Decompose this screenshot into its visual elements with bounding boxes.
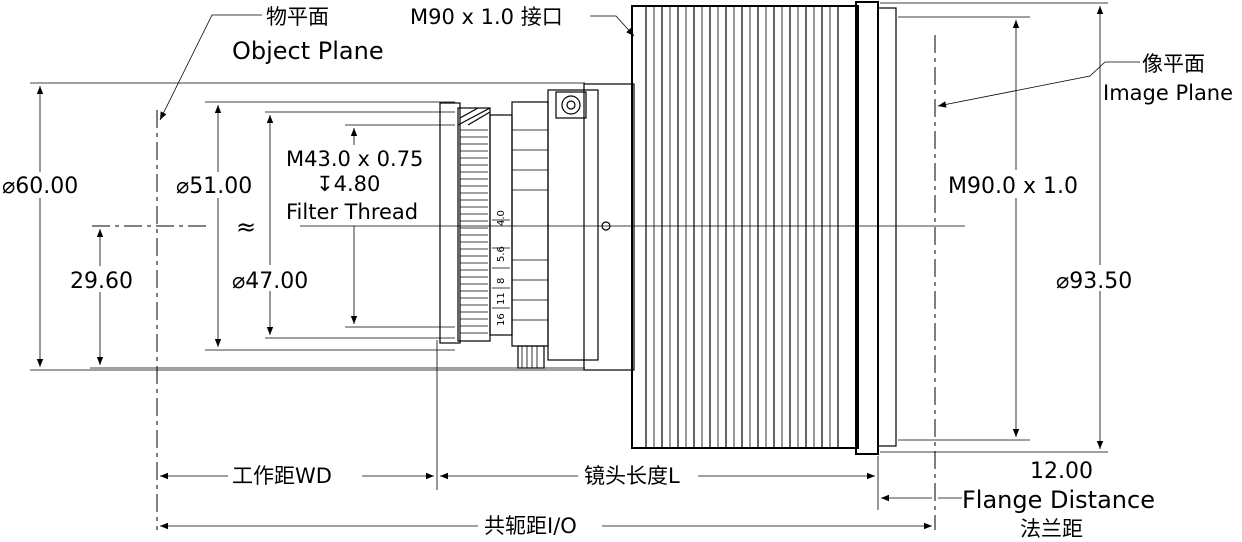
image-plane-cn-label: 像平面 (1142, 52, 1205, 76)
flange-cn-label: 法兰距 (1020, 517, 1083, 541)
image-plane: 像平面 Image Plane (934, 35, 1233, 530)
filter-thread-callout: M43.0 x 0.75 ↧4.80 Filter Thread (286, 128, 423, 324)
working-distance-label: 工作距WD (232, 464, 332, 488)
dimension-rear-thread: M90.0 x 1.0 (948, 20, 1078, 437)
diameter-93-50-label: ⌀93.50 (1056, 269, 1132, 294)
dimension-diameter-51: ⌀51.00 ≈ (176, 105, 256, 347)
rear-extension-lines (880, 2, 1108, 453)
object-plane-cn-label: 物平面 (266, 5, 329, 29)
aperture-mark-5-6: 5.6 (496, 246, 507, 262)
dimension-flange-distance: 12.00 Flange Distance 法兰距 (881, 459, 1155, 541)
filter-thread-depth-label: ↧4.80 (316, 172, 380, 196)
mount-thread-callout: M90 x 1.0 接口 (410, 5, 635, 37)
filter-thread-en-label: Filter Thread (286, 200, 418, 224)
height-29-60-label: 29.60 (70, 269, 133, 294)
total-conjugate-label: 共轭距I/O (484, 514, 577, 538)
filter-thread-spec-label: M43.0 x 0.75 (286, 147, 423, 171)
lens-front-group: 4.0 5.6 8 11 16 (439, 83, 635, 371)
knurl-pattern (460, 129, 488, 334)
center-screw (601, 221, 611, 231)
object-plane: 物平面 Object Plane (156, 5, 384, 530)
aperture-mark-8: 8 (496, 278, 507, 284)
flange-en-label: Flange Distance (962, 486, 1155, 514)
aperture-mark-4: 4.0 (496, 210, 507, 226)
aperture-mark-16: 16 (496, 313, 507, 326)
dimension-working-distance: 工作距WD (160, 464, 434, 488)
dimension-lens-length: 镜头长度L (440, 464, 875, 488)
rear-thread-label: M90.0 x 1.0 (948, 174, 1078, 199)
dimension-total-conjugate: 共轭距I/O (160, 514, 932, 538)
flange-value-label: 12.00 (1030, 459, 1093, 484)
diameter-47-label: ⌀47.00 (232, 269, 308, 294)
front-extension-lines (30, 82, 585, 371)
diameter-60-label: ⌀60.00 (2, 174, 78, 199)
dimension-diameter-47: ⌀47.00 (232, 115, 308, 335)
dimension-diameter-93-50: ⌀93.50 (1056, 6, 1132, 449)
mount-thread-label: M90 x 1.0 接口 (410, 5, 563, 29)
aperture-mark-11: 11 (496, 292, 507, 305)
diameter-51-label: ⌀51.00 (176, 174, 252, 199)
aperture-markings: 4.0 5.6 8 11 16 (492, 210, 510, 326)
dimension-diameter-60: ⌀60.00 (2, 86, 78, 367)
approx-symbol: ≈ (236, 213, 256, 241)
object-plane-en-label: Object Plane (232, 37, 384, 65)
bottom-extension-lines (436, 340, 879, 510)
lens-length-label: 镜头长度L (584, 464, 680, 488)
image-plane-en-label: Image Plane (1103, 81, 1233, 105)
dimension-height-29-60: 29.60 (70, 229, 133, 365)
lens-rear-mount (631, 1, 897, 455)
mount-grooves (645, 6, 839, 448)
